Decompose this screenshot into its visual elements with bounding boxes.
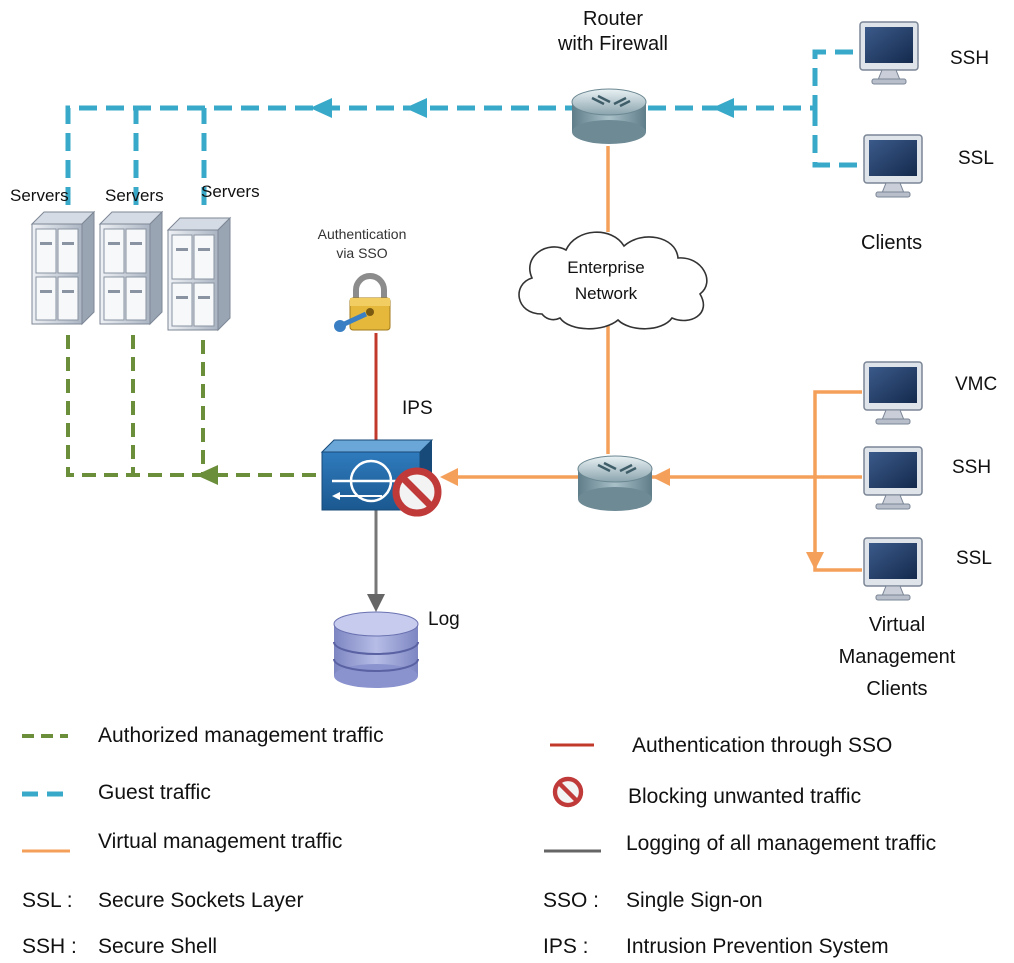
virtual-arrows bbox=[440, 468, 824, 570]
abbr-ips: IPS : bbox=[543, 935, 589, 958]
log-arrow bbox=[367, 594, 385, 612]
server-label-2: Servers bbox=[105, 186, 164, 205]
virtual-clients-label-line3: Clients bbox=[866, 678, 928, 700]
database-icon bbox=[333, 611, 419, 688]
server-icon-2 bbox=[99, 211, 163, 325]
client-label-ssl-top: SSL bbox=[958, 148, 994, 169]
monitor-icon-ssh-bottom bbox=[863, 446, 923, 510]
monitor-icon-ssl-bottom bbox=[863, 537, 923, 601]
legend-authorized-label: Authorized management traffic bbox=[98, 724, 384, 747]
abbr-ips-text: Intrusion Prevention System bbox=[626, 935, 889, 958]
guest-traffic-lines bbox=[65, 49, 862, 205]
lock-key-icon bbox=[334, 273, 391, 332]
legend-virtual-label: Virtual management traffic bbox=[98, 830, 343, 853]
server-label-1: Servers bbox=[10, 186, 69, 205]
authorized-arrow bbox=[196, 465, 218, 485]
legend-no-entry-icon bbox=[555, 779, 581, 805]
client-label-ssh-bottom: SSH bbox=[952, 457, 992, 478]
router-top-label: Router with Firewall bbox=[538, 8, 688, 56]
auth-label-line2: via SSO bbox=[336, 245, 388, 261]
cloud-icon bbox=[518, 231, 708, 330]
guest-arrows bbox=[310, 98, 734, 118]
abbr-ssl: SSL : bbox=[22, 889, 73, 912]
router-top-label-line1: Router bbox=[582, 8, 644, 30]
server-icon-1 bbox=[31, 211, 95, 325]
cloud-label-line1: Enterprise bbox=[567, 258, 645, 277]
abbr-ssl-text: Secure Sockets Layer bbox=[98, 889, 304, 912]
legend-logging-label: Logging of all management traffic bbox=[626, 832, 937, 855]
monitor-icon-vmc bbox=[863, 361, 923, 425]
ips-label: IPS bbox=[402, 398, 433, 419]
router-bottom-icon bbox=[576, 454, 654, 513]
abbr-sso: SSO : bbox=[543, 889, 600, 912]
server-label-3: Servers bbox=[201, 182, 260, 201]
legend-blocking-label: Blocking unwanted traffic bbox=[628, 785, 862, 808]
abbr-sso-text: Single Sign-on bbox=[626, 889, 763, 912]
virtual-traffic-lines bbox=[454, 146, 862, 572]
legend-guest-label: Guest traffic bbox=[98, 781, 211, 804]
virtual-clients-label-line2: Management bbox=[838, 646, 956, 668]
client-label-ssl-bottom: SSL bbox=[956, 548, 992, 569]
authorized-traffic-lines bbox=[66, 335, 322, 477]
server-icon-3 bbox=[167, 217, 231, 331]
monitor-icon-ssl-top bbox=[863, 134, 923, 198]
cloud-label-line2: Network bbox=[574, 284, 638, 303]
client-label-vmc: VMC bbox=[955, 374, 998, 395]
auth-label: Authentication via SSO bbox=[292, 226, 432, 261]
client-label-ssh-top: SSH bbox=[950, 48, 990, 69]
router-top-icon bbox=[570, 87, 648, 146]
log-label: Log bbox=[428, 609, 460, 630]
virtual-clients-group-label: Virtual Management Clients bbox=[812, 609, 982, 705]
monitor-icon-ssh-top bbox=[859, 21, 919, 85]
virtual-clients-label-line1: Virtual bbox=[868, 614, 926, 636]
legend-symbols bbox=[22, 734, 601, 853]
router-top-label-line2: with Firewall bbox=[557, 33, 669, 55]
abbr-ssh: SSH : bbox=[22, 935, 77, 958]
cloud-label: Enterprise Network bbox=[546, 258, 666, 304]
auth-label-line1: Authentication bbox=[317, 226, 407, 242]
no-entry-icon bbox=[396, 471, 438, 513]
abbr-ssh-text: Secure Shell bbox=[98, 935, 218, 958]
legend-sso-label: Authentication through SSO bbox=[632, 734, 893, 757]
clients-group-label: Clients bbox=[861, 232, 923, 254]
